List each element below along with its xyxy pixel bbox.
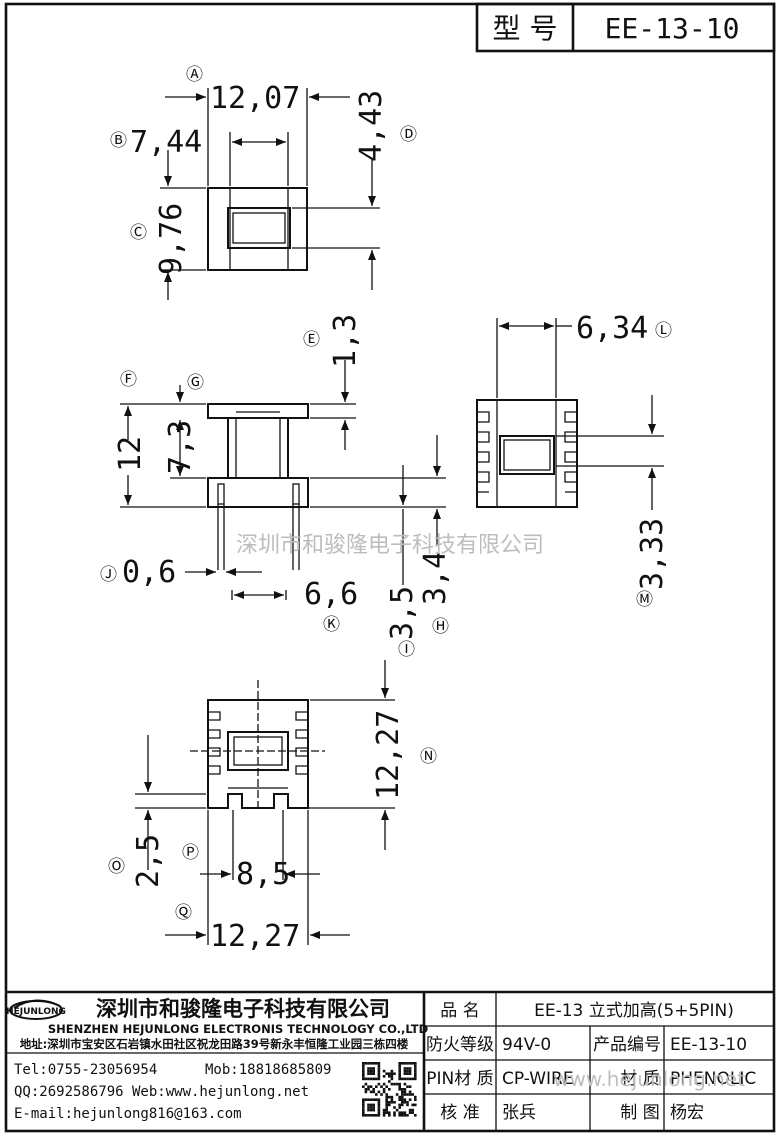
dim-d-value: 4,43 bbox=[354, 90, 389, 162]
marker-g: Ⓖ bbox=[187, 373, 204, 393]
fire-label: 防火等级 bbox=[426, 1035, 494, 1055]
sheet-border bbox=[4, 2, 776, 1133]
check-label: 核 准 bbox=[440, 1103, 479, 1123]
qr-code bbox=[362, 1062, 417, 1117]
top-view bbox=[160, 88, 380, 300]
company-address: 地址:深圳市宝安区石岩镇水田社区祝龙田路39号新永丰恒隆工业园三栋四楼 bbox=[20, 1037, 409, 1051]
dim-e-value: 1,3 bbox=[328, 314, 363, 368]
marker-b: Ⓑ bbox=[110, 131, 127, 151]
front-view bbox=[120, 360, 446, 600]
dim-l-value: 6,34 bbox=[576, 311, 648, 346]
title-block bbox=[6, 990, 774, 1131]
fire-value: 94V-0 bbox=[502, 1035, 551, 1055]
dim-j-value: 0,6 bbox=[122, 555, 176, 590]
company-tel: Tel:0755-23056954 bbox=[14, 1062, 157, 1078]
dim-q-value: 12,27 bbox=[210, 919, 300, 954]
code-label: 产品编号 bbox=[593, 1035, 661, 1055]
marker-e: Ⓔ bbox=[303, 330, 320, 350]
watermark-bottom: www.hejunlong.net bbox=[553, 1067, 745, 1091]
material-value: PHENOLIC bbox=[670, 1069, 756, 1089]
dim-n-value: 12,27 bbox=[371, 710, 406, 800]
marker-n: Ⓝ bbox=[420, 747, 437, 767]
dim-k-value: 6,6 bbox=[304, 577, 358, 612]
check-value: 张兵 bbox=[502, 1103, 536, 1123]
dim-g-value: 7,3 bbox=[163, 420, 198, 474]
dim-b-value: 7,44 bbox=[130, 125, 202, 160]
name-value: EE-13 立式加高(5+5PIN) bbox=[534, 1001, 734, 1021]
model-value: EE-13-10 bbox=[605, 12, 740, 45]
pin-label: PIN材 质 bbox=[426, 1069, 493, 1089]
pin-value: CP-WIRE bbox=[502, 1069, 574, 1089]
dim-o-value: 2,5 bbox=[131, 834, 166, 888]
marker-i: Ⓘ bbox=[398, 640, 415, 660]
marker-q: Ⓠ bbox=[175, 903, 192, 923]
code-value: EE-13-10 bbox=[670, 1035, 747, 1055]
dim-i-value: 3,5 bbox=[385, 586, 420, 640]
dim-a-value: 12,07 bbox=[210, 81, 300, 116]
material-label: 材 质 bbox=[620, 1069, 659, 1089]
company-mob: Mob:18818685809 bbox=[205, 1062, 331, 1078]
marker-j: Ⓙ bbox=[100, 565, 117, 585]
company-name-en: SHENZHEN HEJUNLONG ELECTRONIS TECHNOLOGY… bbox=[48, 1022, 428, 1036]
marker-c: Ⓒ bbox=[130, 223, 147, 243]
dim-f-value: 12 bbox=[113, 436, 148, 472]
marker-o: Ⓞ bbox=[108, 857, 125, 877]
model-header: 型 号 EE-13-10 bbox=[475, 2, 776, 53]
logo-text: HEJUNLONG bbox=[6, 1007, 66, 1017]
marker-l: Ⓛ bbox=[655, 321, 672, 341]
marker-p: Ⓟ bbox=[182, 843, 199, 863]
marker-d: Ⓓ bbox=[400, 125, 417, 145]
company-email: E-mail:hejunlong816@163.com bbox=[14, 1106, 242, 1122]
company-name-cn: 深圳市和骏隆电子科技有限公司 bbox=[96, 997, 390, 1021]
name-label: 品 名 bbox=[440, 1001, 479, 1021]
dim-m-value: 3,33 bbox=[635, 518, 670, 590]
dim-h-value: 3,4 bbox=[418, 551, 453, 605]
company-qq-web: QQ:2692586796 Web:www.hejunlong.net bbox=[14, 1084, 309, 1100]
marker-a: Ⓐ bbox=[186, 65, 203, 85]
watermark-center: 深圳市和骏隆电子科技有限公司 bbox=[236, 533, 544, 558]
marker-f: Ⓕ bbox=[120, 370, 137, 390]
model-label: 型 号 bbox=[493, 12, 558, 45]
marker-h: Ⓗ bbox=[432, 617, 449, 637]
marker-k: Ⓚ bbox=[323, 615, 340, 635]
bottom-view bbox=[135, 660, 395, 945]
company-logo: HEJUNLONG bbox=[6, 999, 66, 1020]
dim-p-value: 8,5 bbox=[236, 857, 290, 892]
draw-label: 制 图 bbox=[620, 1103, 659, 1123]
draw-value: 杨宏 bbox=[670, 1103, 704, 1123]
marker-m: Ⓜ bbox=[636, 590, 653, 610]
dim-c-value: 9,76 bbox=[154, 203, 189, 275]
side-view bbox=[476, 318, 664, 510]
